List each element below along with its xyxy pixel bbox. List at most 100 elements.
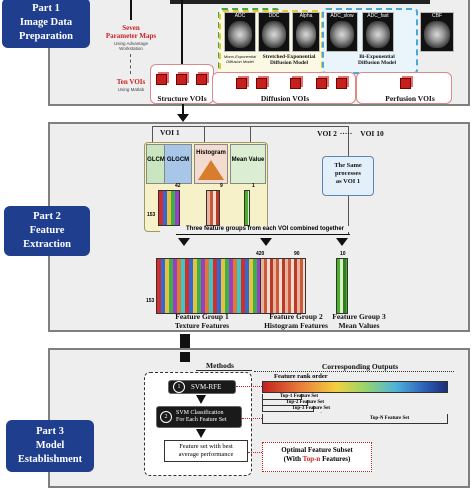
voi2-label: VOI 2 (317, 129, 337, 138)
glgcm-box (164, 144, 192, 184)
part2-title-line2: Feature (29, 225, 65, 236)
optimal-line2: (With Top-n Features) (263, 455, 371, 464)
group2-name-line2: Histogram Features (264, 321, 328, 330)
histogram-label: Histogram (196, 150, 226, 156)
combined-line (176, 234, 350, 235)
mono-model-label: Mono-Exponential Diffusion Model (223, 54, 257, 64)
connector-line (204, 126, 205, 148)
voi-cube-icon (400, 78, 411, 89)
arrow-down-icon (336, 238, 348, 246)
stretched-line1: Stretched-Exponential (262, 54, 316, 60)
optimal-subset-box: Optimal Feature Subset (With Top-n Featu… (262, 442, 372, 472)
combined-label: Three feature groups from each VOI combi… (160, 226, 370, 232)
arrow-down-icon (177, 114, 189, 122)
map-adc: ADC (224, 12, 256, 52)
best-set-box: Feature set with best average performanc… (164, 440, 248, 462)
optimal-line2a: (With (283, 455, 303, 463)
optimal-topn: Top-n (302, 455, 321, 463)
part2-badge: Part 2 Feature Extraction (4, 206, 90, 256)
optimal-line1: Optimal Feature Subset (281, 446, 353, 454)
group2-label: Feature Group 2 Histogram Features (256, 312, 336, 330)
map-adc-fast: ADC_fast (362, 12, 394, 52)
arrow-down-icon (178, 238, 190, 246)
arrow-down-icon (130, 54, 131, 74)
glgcm-label: GLGCM (166, 157, 190, 163)
step2-line2: For Each Feature Set (176, 417, 227, 423)
best-line2: average performance (178, 451, 234, 458)
connector-line (348, 196, 349, 234)
voi10-label: VOI 10 (360, 129, 384, 138)
seven-maps-sub: Using Advantage Workstation (96, 41, 166, 51)
output-arrow (236, 386, 262, 387)
mean-box (230, 144, 266, 184)
group1-name-line2: Texture Features (174, 321, 230, 330)
connector-line (152, 126, 153, 148)
ten-vois: Ten VOIs (116, 78, 146, 86)
same-process-box (322, 156, 374, 196)
brain-image (330, 21, 354, 48)
same-process-label: The Same processes as VOI 1 (322, 162, 374, 186)
group1-rows: 153 (146, 298, 155, 304)
top1-label: Top-1 Feature Set (280, 394, 319, 399)
group1-cols: 420 (256, 251, 265, 257)
seven-maps-line1: Seven (122, 24, 140, 32)
voi-cube-icon (176, 74, 187, 85)
voi-cube-icon (256, 78, 267, 89)
step1-label: SVM-RFE (191, 383, 222, 391)
part3-title-line3: Establishment (17, 454, 83, 465)
histogram-matrix (206, 190, 220, 226)
methods-label: Methods (206, 361, 234, 370)
feature-rank-bar (262, 381, 448, 393)
arrow-down-icon (196, 429, 206, 438)
voi-cube-icon (156, 74, 167, 85)
svm-classification-step: 2 SVM Classification For Each Feature Se… (156, 406, 242, 428)
brain-image (296, 21, 316, 48)
feature-group2-matrix (260, 258, 306, 314)
connector-line (181, 0, 183, 64)
best-line1: Feature set with best (179, 443, 233, 450)
mean-matrix (244, 190, 250, 226)
structure-vois-label: Structure VOIs (157, 94, 207, 103)
group2-name-line1: Feature Group 2 (269, 312, 323, 321)
seven-parameter-maps: Seven Parameter Maps (96, 24, 166, 40)
topn-label: Top-N Feature Set (370, 416, 410, 421)
big-arrow-shaft (180, 334, 190, 356)
same-line3: as VOI 1 (335, 178, 361, 185)
connector-line (250, 126, 251, 148)
same-line2: processes (335, 170, 361, 177)
part1-title-line3: Preparation (18, 31, 74, 42)
step1-number: 1 (173, 381, 185, 393)
svm-rfe-step: 1 SVM-RFE (168, 380, 236, 394)
top-bar (170, 0, 430, 4)
part2-title-line1: Part 2 (33, 211, 61, 222)
top3-label: Top-3 Feature Set (292, 406, 331, 411)
group3-cols: 10 (340, 251, 346, 257)
part3-badge: Part 3 Model Establishment (6, 420, 94, 472)
brain-image (366, 21, 390, 48)
perfusion-vois-label: Perfusion VOIs (385, 94, 435, 103)
step2-number: 2 (160, 411, 172, 423)
seven-maps-sub2: Workstation (119, 46, 143, 51)
part1-badge: Part 1 Image Data Preparation (2, 0, 90, 48)
top-dots: · (320, 410, 322, 416)
voi-cube-icon (316, 78, 327, 89)
step2-line1: SVM Classification (176, 410, 224, 416)
group1-name-line1: Feature Group 1 (175, 312, 229, 321)
voi1-label: VOI 1 (160, 128, 180, 137)
part1-title-line1: Part 1 (32, 3, 60, 14)
bi-model-label: Bi-Exponential Diffusion Model (340, 54, 414, 66)
brain-image (262, 21, 286, 48)
bi-line1: Bi-Exponential (359, 54, 395, 60)
group3-label: Feature Group 3 Mean Values (326, 312, 392, 330)
arrow-down-icon (196, 395, 206, 404)
top-set-bracket (262, 400, 308, 406)
feature-group3-matrix (336, 258, 348, 314)
voi-dots: ····· (339, 129, 353, 138)
big-arrow-shaft (180, 352, 190, 362)
part3-title-line1: Part 3 (36, 426, 64, 437)
map-adc-slow: ADC_slow (326, 12, 358, 52)
rank-order-title: Feature rank order (274, 373, 328, 380)
optimal-line2c: Features) (320, 455, 351, 463)
mean-value-label: Mean Value (231, 157, 265, 163)
seven-maps-sub1: Using Advantage (113, 41, 149, 46)
